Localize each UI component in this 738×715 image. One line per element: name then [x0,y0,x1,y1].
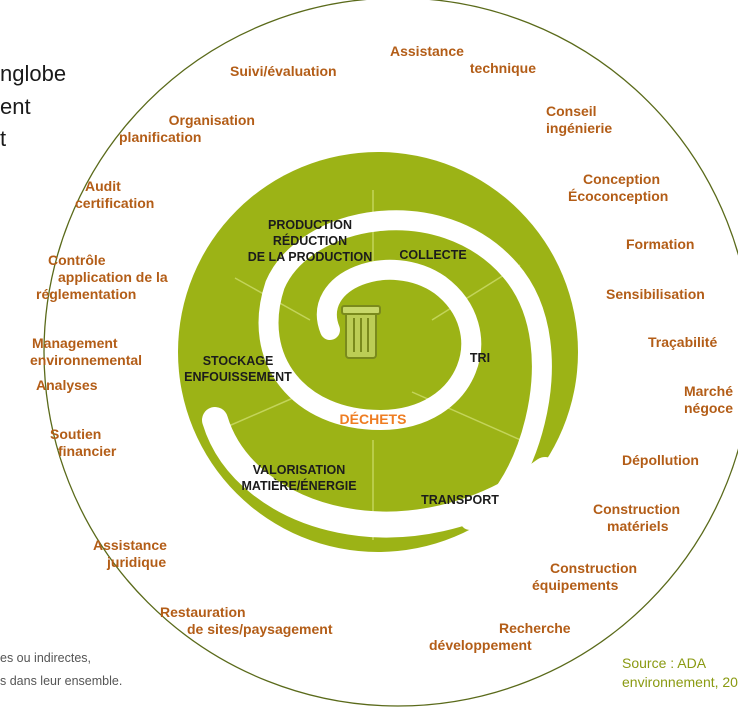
label-conseil-ingenierie: Conseil ingénierie [546,103,612,137]
sector-production-line-2: RÉDUCTION [272,234,348,248]
label-conception: Conception Écoconception [568,171,668,205]
sector-tri: TRI [469,351,491,365]
label-controle-line-3: réglementation [36,286,137,302]
sector-production-line-1: PRODUCTION [267,218,353,232]
label-construction-materiels-line-1: Construction [593,501,681,517]
sector-production-line-3: DE LA PRODUCTION [247,250,373,264]
label-recherche-developpement: Recherche développement [429,620,571,654]
label-soutien-line-2: financier [58,443,117,459]
label-controle-line-1: Contrôle [48,252,106,268]
label-assistance-technique-line-1: Assistance [390,43,464,59]
label-organisation: Organisation planification [115,112,255,146]
label-formation: Formation [626,236,695,252]
label-conseil-line-2: ingénierie [546,120,613,136]
sector-collecte: COLLECTE [399,248,467,262]
label-construction-materiels-line-2: matériels [607,518,669,534]
label-construction-equipements-line-2: équipements [532,577,619,593]
sector-transport: TRANSPORT [421,493,499,507]
label-assistance-juridique-line-1: Assistance [93,537,167,553]
source-credit: Source : ADA environnement, 20 [622,654,738,692]
spiral-tail [202,407,558,538]
label-suivi-evaluation: Suivi/évaluation [230,63,337,79]
label-audit-certification: Audit certification [75,178,154,212]
label-tracabilite: Traçabilité [648,334,718,350]
label-controle-line-2: application de la [58,269,168,285]
label-recherche-line-1: Recherche [499,620,571,636]
label-marche-line-1: Marché [683,383,733,399]
label-construction-materiels: Construction matériels [593,501,680,535]
label-construction-equipements: Construction équipements [532,560,637,594]
label-construction-equipements-line-1: Construction [550,560,638,576]
label-conseil-line-1: Conseil [546,103,597,119]
source-line-1: Source : ADA [622,655,707,671]
label-restauration-line-2: de sites/paysagement [187,621,333,637]
sector-valorisation: VALORISATION MATIÈRE/ÉNERGIE [228,462,370,494]
outer-ring [43,0,738,707]
label-conception-line-1: Conception [583,171,660,187]
sector-stockage-line-2: ENFOUISSEMENT [184,370,292,384]
label-audit-line-1: Audit [85,178,121,194]
label-assistance-technique-line-2: technique [469,60,536,76]
footnote-fragment-1: es ou indirectes, [0,651,92,665]
label-analyses: Analyses [36,377,98,393]
label-soutien-line-1: Soutien [50,426,102,442]
label-audit-line-2: certification [75,195,155,211]
label-restauration-line-1: Restauration [160,604,246,620]
sector-stockage: STOCKAGE ENFOUISSEMENT [172,353,304,385]
trash-bin-icon [341,305,381,359]
intro-fragment-3: t [0,126,7,151]
intro-fragment-1: nglobe [0,61,67,86]
label-marche-line-2: négoce [683,400,733,416]
spiral-path [258,210,552,530]
label-restauration: Restauration de sites/paysagement [160,604,333,638]
label-assistance-juridique: Assistance juridique [93,537,167,571]
label-assistance-technique: Assistance technique [378,43,548,77]
sector-stockage-line-1: STOCKAGE [202,354,274,368]
label-depollution: Dépollution [622,452,699,468]
label-organisation-line-1: Organisation [168,112,255,128]
label-organisation-line-2: planification [119,129,202,145]
footnote-fragment-2: s dans leur ensemble. [0,674,123,688]
label-assistance-juridique-line-2: juridique [107,554,167,570]
sector-valorisation-line-2: MATIÈRE/ÉNERGIE [241,479,357,493]
label-conception-line-2: Écoconception [568,188,669,204]
source-line-2: environnement, 20 [622,674,738,690]
center-label: DÉCHETS [339,411,407,427]
label-marche-negoce: Marché négoce [660,383,733,417]
label-recherche-line-2: développement [429,637,532,653]
sector-production: PRODUCTION RÉDUCTION DE LA PRODUCTION [245,217,375,265]
label-controle: Contrôle application de la réglementatio… [36,252,168,303]
intro-fragment-2: ent [0,94,31,119]
label-sensibilisation: Sensibilisation [606,286,705,302]
label-management-line-2: environnemental [30,352,143,368]
label-soutien-financier: Soutien financier [50,426,116,460]
sector-valorisation-line-1: VALORISATION [252,463,346,477]
label-management: Management environnemental [30,335,142,369]
label-management-line-1: Management [32,335,118,351]
